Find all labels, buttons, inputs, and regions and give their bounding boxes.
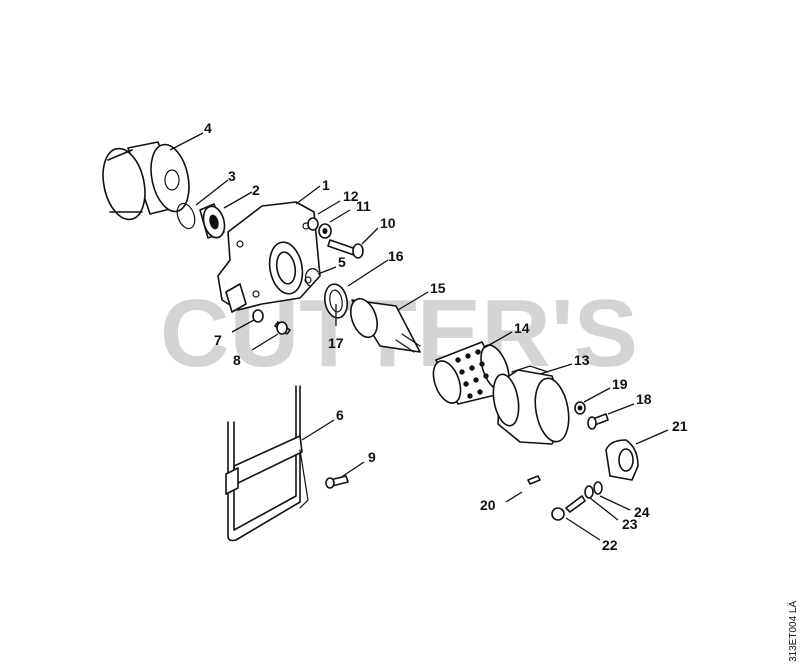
callout-19: 19 bbox=[612, 376, 628, 392]
screw-18-part bbox=[587, 413, 609, 430]
callout-17: 17 bbox=[328, 335, 344, 351]
bearing-housing-part bbox=[492, 365, 570, 445]
callout-20: 20 bbox=[480, 497, 496, 513]
callout-12: 12 bbox=[343, 188, 359, 204]
grub-screw-20-part bbox=[527, 475, 541, 485]
callout-2: 2 bbox=[252, 182, 260, 198]
callout-21: 21 bbox=[672, 418, 688, 434]
circlip-5-part bbox=[304, 268, 319, 287]
gear-housing-part bbox=[217, 201, 321, 313]
callout-23: 23 bbox=[622, 516, 638, 532]
needle-bearing-part bbox=[199, 203, 226, 239]
callout-13: 13 bbox=[574, 352, 590, 368]
clutch-drum-part bbox=[102, 141, 190, 221]
screw-22-part bbox=[551, 495, 586, 521]
callout-10: 10 bbox=[380, 215, 396, 231]
drawing-code: 313ET004 LÄ bbox=[787, 601, 799, 662]
clamp-21-part bbox=[605, 439, 639, 481]
washer-7-part bbox=[252, 309, 264, 323]
snap-ring-part bbox=[176, 202, 196, 230]
callout-24: 24 bbox=[634, 504, 650, 520]
screw-8-part bbox=[274, 321, 291, 335]
callout-3: 3 bbox=[228, 168, 236, 184]
callout-4: 4 bbox=[204, 120, 212, 136]
callout-8: 8 bbox=[233, 352, 241, 368]
ring-16-part bbox=[323, 283, 349, 319]
handle-frame-part bbox=[225, 385, 309, 542]
washer-12-part bbox=[307, 217, 319, 231]
callout-1: 1 bbox=[322, 177, 330, 193]
screw-9-part bbox=[325, 475, 349, 489]
leader-lines bbox=[169, 132, 669, 541]
callout-5: 5 bbox=[338, 254, 346, 270]
screw-10-part bbox=[327, 239, 364, 259]
callout-numbers: 1 2 3 4 5 6 7 8 9 10 11 12 13 14 15 16 1… bbox=[204, 120, 688, 553]
callout-6: 6 bbox=[336, 407, 344, 423]
callout-14: 14 bbox=[514, 320, 530, 336]
callout-11: 11 bbox=[356, 198, 371, 214]
callout-9: 9 bbox=[368, 449, 376, 465]
callout-22: 22 bbox=[602, 537, 618, 553]
callout-7: 7 bbox=[214, 332, 222, 348]
callout-16: 16 bbox=[388, 248, 404, 264]
callout-18: 18 bbox=[636, 391, 652, 407]
washer-23-part bbox=[584, 485, 594, 499]
sleeve-15-part bbox=[350, 297, 421, 353]
callout-15: 15 bbox=[430, 280, 446, 296]
washer-24-part bbox=[593, 481, 603, 495]
